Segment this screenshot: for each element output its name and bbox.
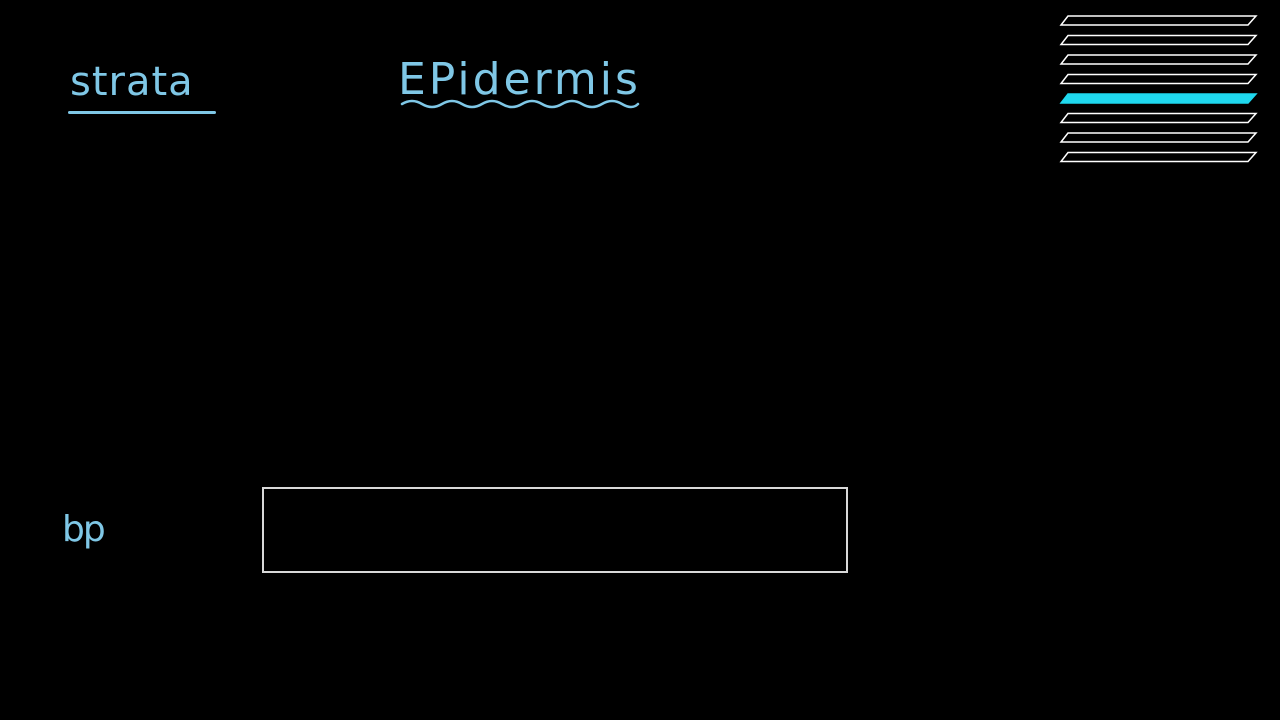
layer-outline: [1059, 151, 1258, 163]
layer-outline: [1059, 15, 1258, 26]
layer-outline: [1059, 54, 1258, 65]
epidermis-wavy-underline: [400, 99, 640, 109]
strata-heading: strata: [70, 59, 194, 105]
layer-outline: [1059, 34, 1258, 46]
highlighted-layer: [1059, 93, 1258, 104]
epidermis-heading: EPidermis: [398, 54, 641, 105]
layer-outline: [1059, 112, 1258, 124]
bp-label: bp: [62, 509, 106, 550]
strata-underline: [68, 111, 216, 114]
layer-outline: [1059, 73, 1258, 85]
layer-outline: [1059, 132, 1258, 143]
empty-rectangle-box: [262, 487, 848, 573]
stacked-layers-diagram: [1059, 15, 1258, 163]
